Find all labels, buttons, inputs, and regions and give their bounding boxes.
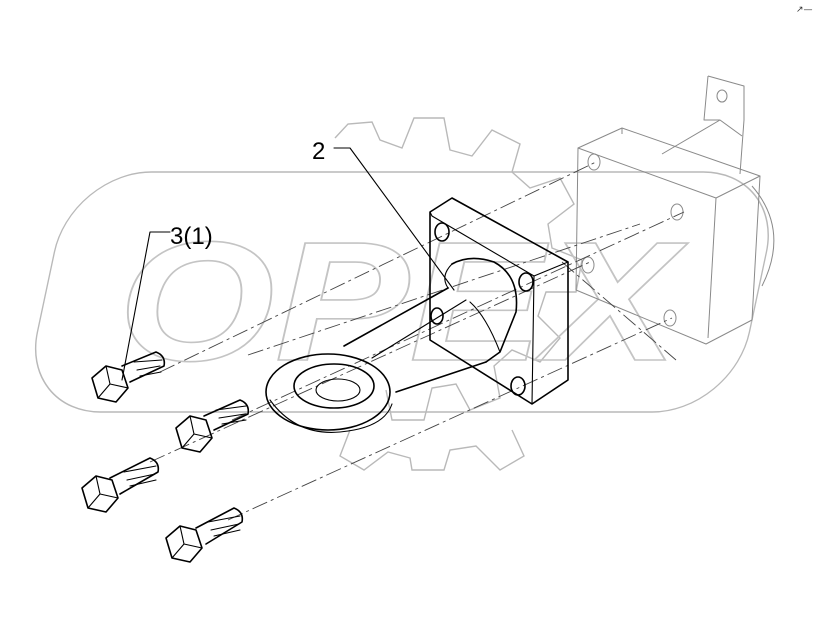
bolt-1 — [91, 351, 166, 403]
callout-part-2: 2 — [312, 138, 455, 291]
callout-label-3: 3(1) — [170, 223, 213, 250]
flange-hole-2 — [518, 272, 534, 292]
bolt-3 — [81, 457, 160, 513]
center-lines — [149, 161, 685, 521]
flange-hole-1 — [434, 222, 450, 242]
callout-label-2: 2 — [312, 138, 325, 165]
towing-eye-part-2 — [265, 197, 569, 433]
bolt-4 — [165, 507, 244, 563]
watermark-logo: OPEX — [34, 117, 769, 471]
bracket-hole-1 — [587, 153, 601, 171]
bolt-2 — [175, 399, 250, 453]
flange-hole-3 — [430, 307, 444, 325]
bracket-hole-3 — [581, 256, 595, 274]
bracket-hole-4 — [663, 309, 677, 327]
flange-hole-4 — [510, 376, 526, 396]
corner-mark: ↗— — [796, 5, 813, 15]
watermark-text: OPEX — [118, 207, 688, 397]
eye-ring-outer — [265, 353, 391, 431]
callout-part-3: 3(1) — [121, 223, 213, 381]
watermark-frame — [34, 171, 769, 413]
eye-ring-inner — [293, 363, 375, 409]
mounting-bracket-ghost — [575, 75, 775, 345]
watermark-gear-lower — [339, 429, 525, 471]
